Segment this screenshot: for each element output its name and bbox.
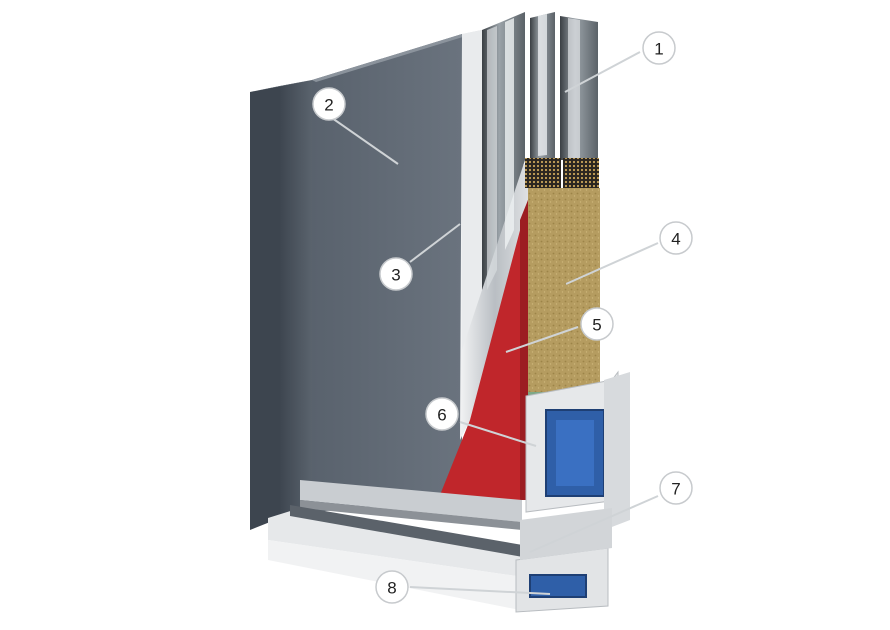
callout-2: 2	[312, 87, 346, 121]
leader-3	[409, 223, 461, 263]
insulation-core	[528, 188, 600, 400]
pvc-sash-profile	[525, 370, 630, 530]
callout-7-label: 7	[671, 480, 680, 499]
leader-7	[529, 495, 659, 553]
callout-1: 1	[642, 31, 676, 65]
leader-6	[459, 421, 537, 447]
callout-1-label: 1	[654, 40, 663, 59]
leader-8	[409, 586, 551, 595]
callout-leaders	[331, 51, 659, 595]
callout-badges: 1 2 3 4 5 6 7 8	[312, 31, 693, 604]
leader-1	[564, 51, 641, 93]
callout-4: 4	[659, 221, 693, 255]
outer-frame	[250, 80, 312, 530]
callout-3: 3	[379, 257, 413, 291]
leader-2	[331, 117, 399, 165]
callout-3-label: 3	[391, 266, 400, 285]
callout-7: 7	[659, 471, 693, 505]
callout-2-label: 2	[324, 96, 333, 115]
callout-6: 6	[425, 397, 459, 431]
leader-5	[505, 326, 579, 353]
callout-8: 8	[375, 570, 409, 604]
callout-5: 5	[580, 307, 614, 341]
callout-8-label: 8	[387, 579, 396, 598]
callout-6-label: 6	[437, 406, 446, 425]
callout-4-label: 4	[671, 230, 680, 249]
callout-5-label: 5	[592, 316, 601, 335]
leader-4	[565, 242, 659, 285]
glazing-units	[482, 12, 599, 290]
steel-reinforcement	[460, 30, 530, 440]
